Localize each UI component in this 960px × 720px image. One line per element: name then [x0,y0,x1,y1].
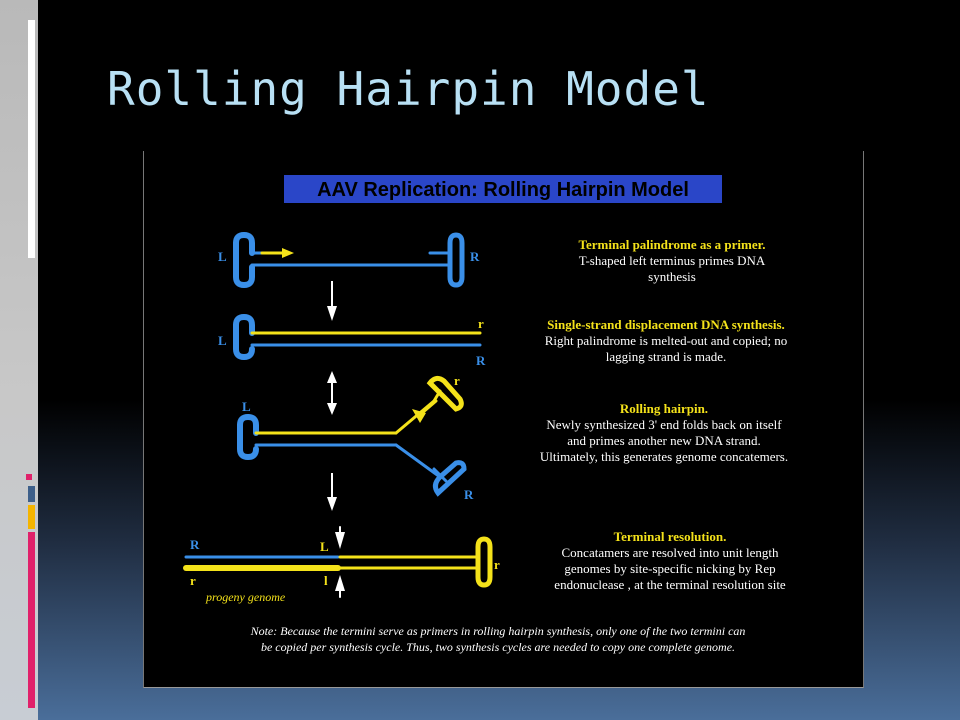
step3-line-3: Ultimately, this generates genome concat… [540,449,788,464]
step1-text: Terminal palindrome as a primer. T-shape… [579,237,766,284]
note-line-2: be copied per synthesis cycle. Thus, two… [261,640,735,654]
arrow-double-2 [327,371,337,415]
step4-label-r-right: r [494,557,500,572]
arrow-down-1 [327,281,337,321]
step2-molecule [233,313,482,361]
deco-bar-yellow [28,505,35,529]
replication-diagram: AAV Replication: Rolling Hairpin Model L… [143,151,864,688]
progeny-genome-label: progeny genome [205,590,286,604]
step3-line-2: and primes another new DNA strand. [567,433,761,448]
step4-label-R: R [190,537,200,552]
step3-label-r: r [454,373,460,388]
step4-molecule [183,526,493,598]
step4-heading: Terminal resolution. [614,529,727,544]
deco-bar-blue [28,486,35,502]
step4-label-l: l [324,573,328,588]
step1-line-2: synthesis [648,269,696,284]
step1-label-right: R [470,249,480,264]
step4-text: Terminal resolution. Concatamers are res… [554,529,786,592]
diagram-note: Note: Because the termini serve as prime… [250,624,746,654]
slide-title: Rolling Hairpin Model [107,62,710,116]
step3-label-left: L [242,399,251,414]
step3-text: Rolling hairpin. Newly synthesized 3' en… [540,401,788,464]
step1-line-1: T-shaped left terminus primes DNA [579,253,766,268]
step4-label-r-left: r [190,573,196,588]
step1-label-left: L [218,249,227,264]
step1-heading: Terminal palindrome as a primer. [579,237,766,252]
step1-molecule [233,231,465,289]
step2-label-R: R [476,353,486,368]
step2-line-2: lagging strand is made. [606,349,727,364]
step4-line-2: genomes by site-specific nicking by Rep [564,561,775,576]
step4-label-L: L [320,539,329,554]
deco-bar-pink [28,532,35,708]
step2-label-left: L [218,333,227,348]
step3-heading: Rolling hairpin. [620,401,708,416]
step2-line-1: Right palindrome is melted-out and copie… [545,333,788,348]
step3-molecule [237,375,467,497]
step3-label-R: R [464,487,474,502]
step4-line-3: endonuclease , at the terminal resolutio… [554,577,786,592]
step2-text: Single-strand displacement DNA synthesis… [545,317,788,364]
diagram-banner-text: AAV Replication: Rolling Hairpin Model [317,179,689,201]
diagram-banner [284,175,722,203]
deco-bar-white [28,20,35,258]
arrow-down-3 [327,473,337,511]
step4-line-1: Concatamers are resolved into unit lengt… [562,545,779,560]
step2-heading: Single-strand displacement DNA synthesis… [547,317,785,332]
step3-line-1: Newly synthesized 3' end folds back on i… [546,417,782,432]
deco-square-small [26,474,32,480]
note-line-1: Note: Because the termini serve as prime… [250,624,746,638]
step2-label-r: r [478,316,484,331]
